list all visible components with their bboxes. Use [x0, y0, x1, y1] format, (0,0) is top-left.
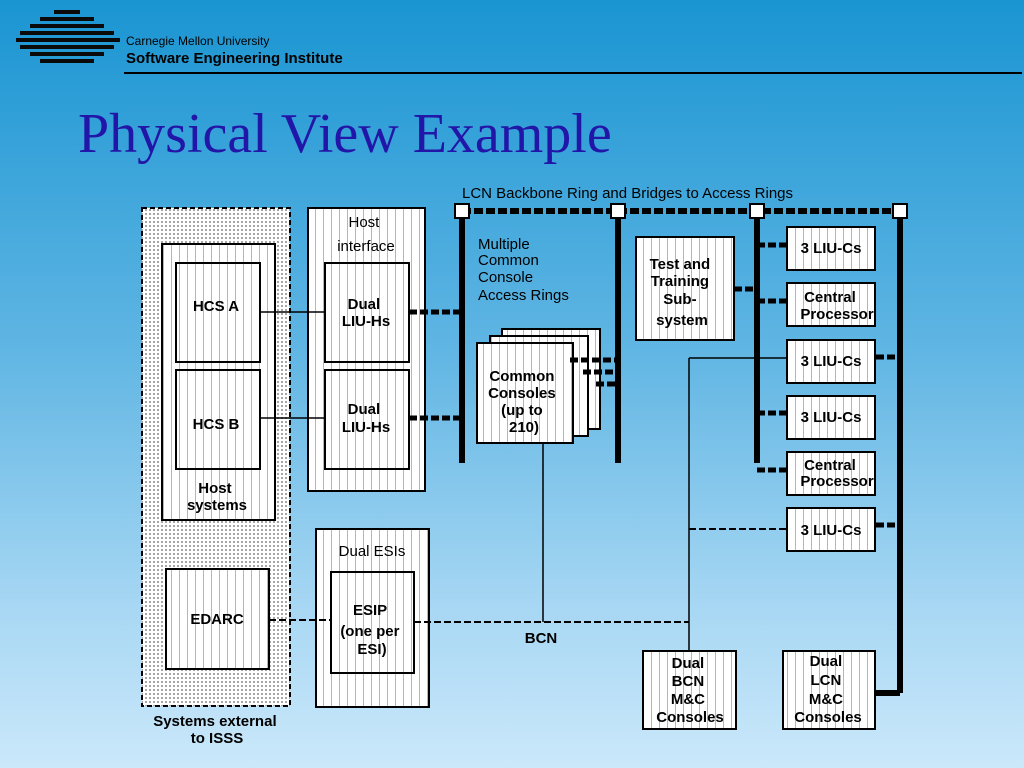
hcs-b-label: HCS B: [193, 416, 240, 433]
dashed-connectors: [269, 528, 787, 623]
common-consoles-box: [476, 342, 574, 444]
common-consoles-label: Common Consoles (up to 210): [488, 368, 560, 436]
liu-hs-bottom-label: Dual LIU-Hs: [342, 401, 390, 436]
slide-title: Physical View Example: [78, 103, 612, 165]
institute-name: Software Engineering Institute: [126, 50, 343, 67]
ring-connectors: [409, 242, 900, 528]
university-name: Carnegie Mellon University: [126, 34, 270, 48]
bcn-consoles-label: Dual BCN M&C Consoles: [656, 655, 724, 726]
liu-cs-4-box: [786, 507, 876, 552]
external-systems-label: Systems external to ISSS: [153, 713, 281, 747]
dual-esis-label: Dual ESIs: [339, 543, 406, 560]
test-training-label: Test and Training Sub- system: [650, 256, 715, 329]
liu-hs-top-label: Dual LIU-Hs: [342, 296, 390, 330]
liu-cs-3-box: [786, 395, 876, 440]
host-interface-label: Host interface: [337, 214, 395, 255]
liu-hs-bottom-box: [324, 369, 410, 470]
central-processor-1-label: Central Processor: [800, 289, 874, 323]
hcs-a-label: HCS A: [193, 298, 239, 315]
edarc-label: EDARC: [190, 611, 244, 628]
central-processor-2-label: Central Processor: [800, 457, 874, 490]
backbone-label: LCN Backbone Ring and Bridges to Access …: [462, 185, 793, 202]
lcn-consoles-box: [782, 650, 876, 730]
liu-cs-2-label: 3 LIU-Cs: [801, 353, 862, 370]
central-processor-2-box: [786, 451, 876, 496]
bcn-consoles-box: [642, 650, 737, 730]
liu-cs-1-label: 3 LIU-Cs: [801, 240, 862, 257]
liu-cs-1-box: [786, 226, 876, 271]
hcs-b-box: [175, 369, 261, 470]
lcn-backbone-ring: [459, 208, 903, 696]
liu-cs-2-box: [786, 339, 876, 384]
sei-logo-icon: [16, 10, 120, 63]
thin-connectors: [260, 311, 787, 651]
bcn-label: BCN: [525, 630, 558, 647]
access-rings-label: Multiple Common Console Access Rings: [478, 236, 569, 304]
central-processor-1-box: [786, 282, 876, 327]
esip-box: [330, 571, 415, 674]
lcn-consoles-label: Dual LCN M&C Consoles: [794, 653, 862, 726]
liu-cs-4-label: 3 LIU-Cs: [801, 522, 862, 539]
host-systems-label: Host systems: [187, 480, 247, 514]
esip-label: ESIP (one per ESI): [340, 602, 403, 658]
ring-bridge-nodes: [454, 203, 908, 219]
header-rule: [124, 72, 1022, 74]
liu-cs-3-label: 3 LIU-Cs: [801, 409, 862, 426]
test-training-box: [635, 236, 735, 341]
